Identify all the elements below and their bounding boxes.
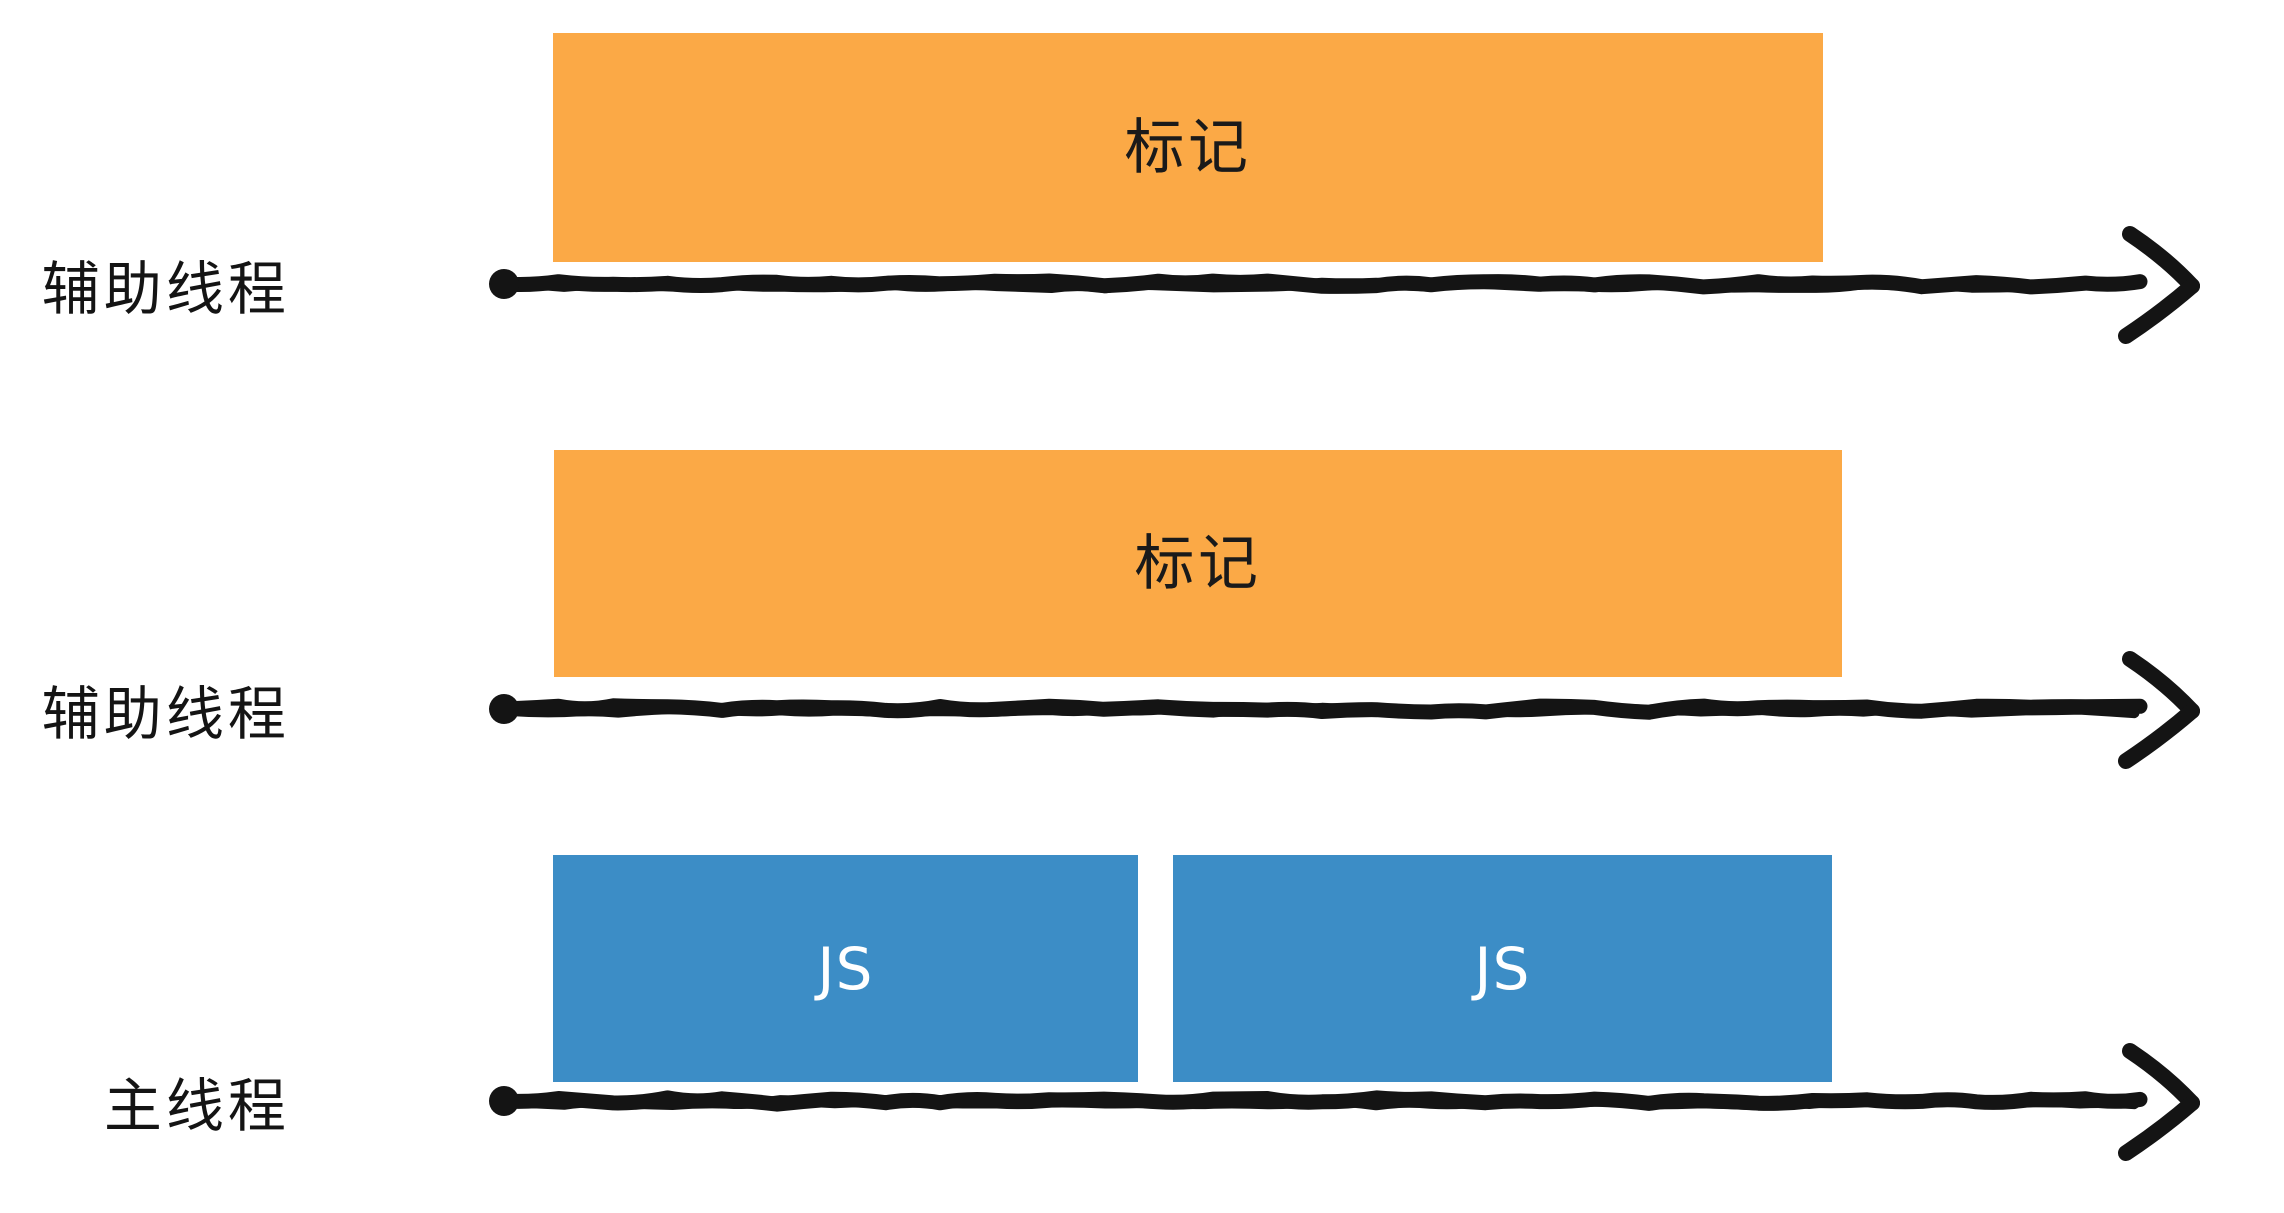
block-label: JS [817,934,874,1003]
block-mark-block-2[interactable]: 标记 [554,450,1842,677]
block-label: JS [1474,934,1531,1003]
block-label: 标记 [1124,112,1252,183]
block-js-block-2[interactable]: JS [1173,855,1832,1082]
block-label: 标记 [1134,528,1262,599]
lane-label-main-thread: 主线程 [103,1072,290,1140]
block-js-block-1[interactable]: JS [553,855,1138,1082]
lane-label-worker-thread-1: 辅助线程 [41,255,290,323]
lane-label-worker-thread-2: 辅助线程 [41,680,290,748]
block-mark-block-1[interactable]: 标记 [553,33,1823,262]
